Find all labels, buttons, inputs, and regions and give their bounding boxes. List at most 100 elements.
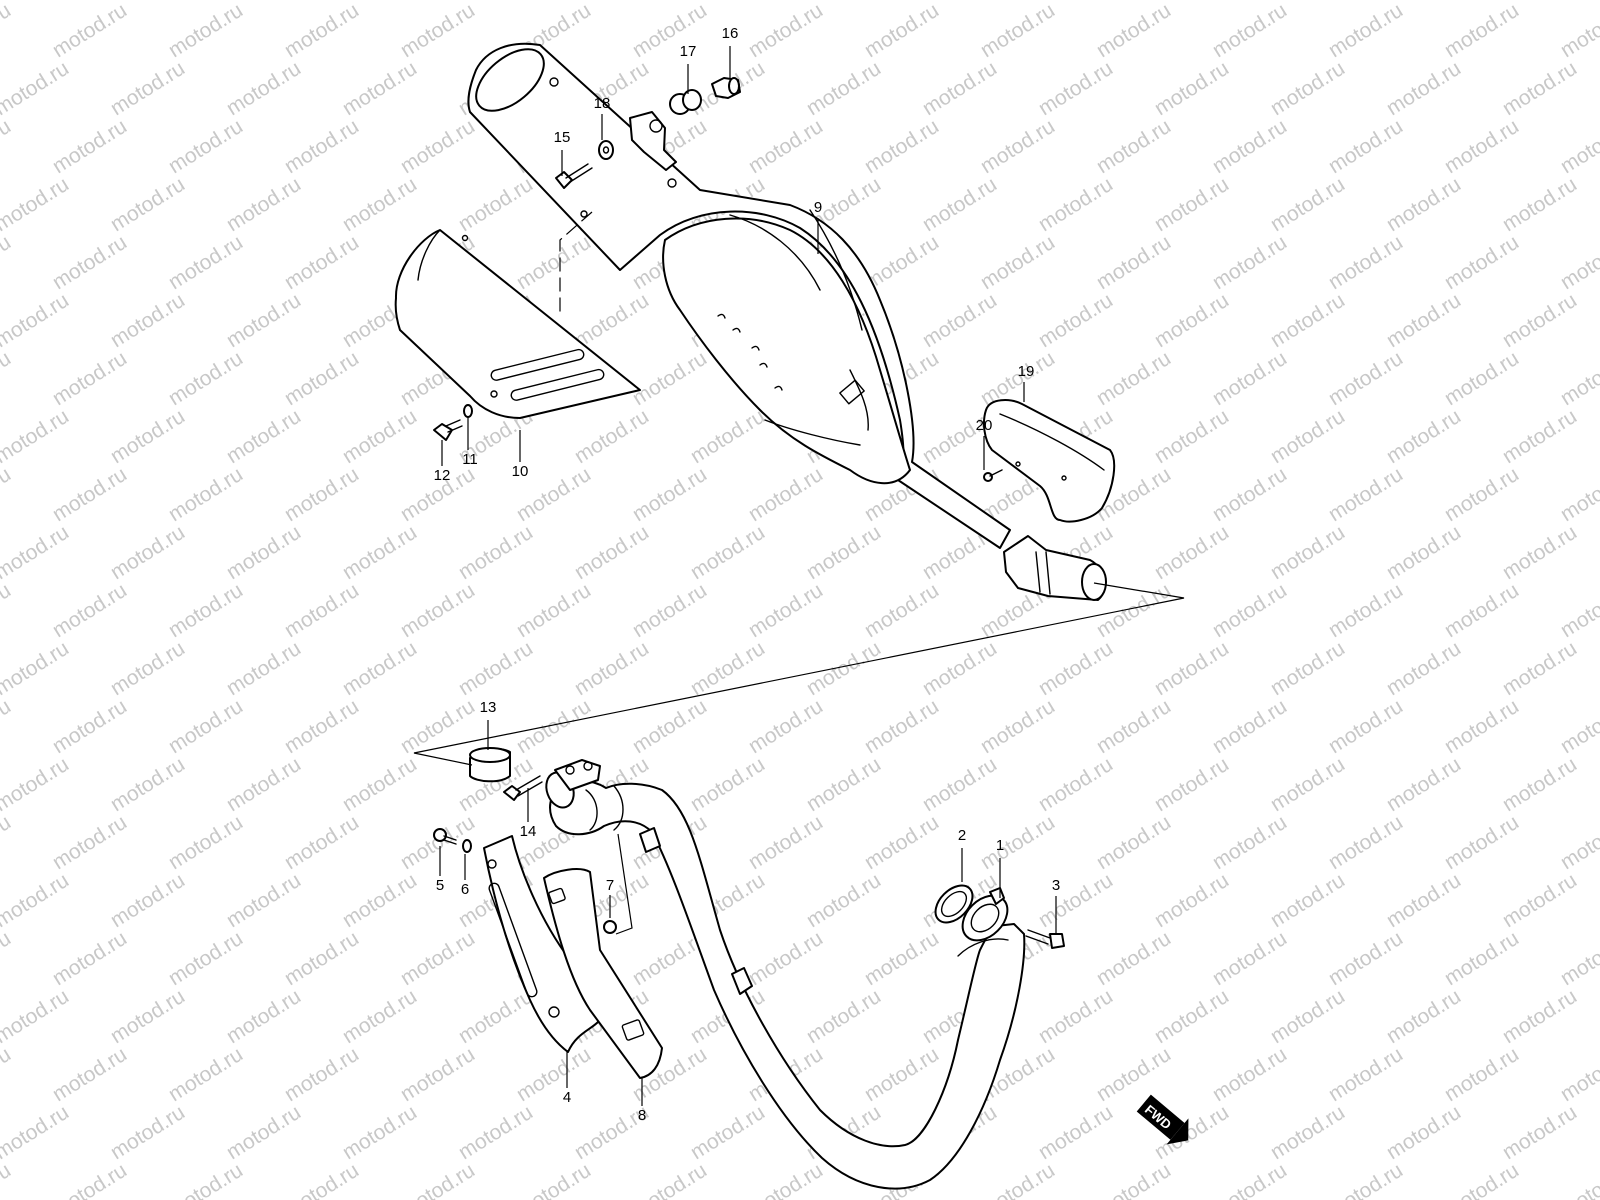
- watermark-text: motod.ru: [222, 637, 304, 700]
- watermark-text: motod.ru: [280, 115, 362, 178]
- rear-heat-shield: [983, 399, 1116, 523]
- callout-leaders: [439, 46, 1057, 1106]
- watermark-text: motod.ru: [106, 173, 188, 236]
- exhaust-flange-1: [961, 887, 1009, 942]
- watermark-text: motod.ru: [1092, 811, 1174, 874]
- watermark-text: motod.ru: [860, 115, 942, 178]
- callout-5: 5: [436, 877, 444, 894]
- clamp-bolt-14: [503, 775, 543, 801]
- watermark-text: motod.ru: [1440, 115, 1522, 178]
- watermark-text: motod.ru: [1498, 985, 1580, 1048]
- watermark-text: motod.ru: [48, 347, 130, 410]
- watermark-text: motod.ru: [396, 1043, 478, 1106]
- muffler: [467, 42, 1107, 601]
- watermark-text: motod.ru: [0, 985, 73, 1048]
- watermark-text: motod.ru: [1266, 289, 1348, 352]
- watermark-text: motod.ru: [1498, 1101, 1580, 1164]
- watermark-text: motod.ru: [1382, 753, 1464, 816]
- washer-6: [462, 839, 472, 853]
- watermark-text: motod.ru: [918, 57, 1000, 120]
- watermark-text: motod.ru: [222, 1101, 304, 1164]
- watermark-text: motod.ru: [1266, 1101, 1348, 1164]
- watermark-text: motod.ru: [686, 753, 768, 816]
- watermark-text: motod.ru: [1382, 1101, 1464, 1164]
- watermark-text: motod.ru: [512, 695, 594, 758]
- watermark-text: motod.ru: [0, 927, 15, 990]
- exhaust-gasket-2: [934, 884, 974, 924]
- watermark-text: motod.ru: [280, 1043, 362, 1106]
- watermark-text: motod.ru: [280, 927, 362, 990]
- callout-8: 8: [638, 1107, 646, 1124]
- watermark-text: motod.ru: [1440, 0, 1522, 62]
- bolt-15: [555, 163, 593, 189]
- callout-4: 4: [563, 1089, 571, 1106]
- watermark-text: motod.ru: [106, 637, 188, 700]
- watermark-text: motod.ru: [1034, 869, 1116, 932]
- watermark-text: motod.ru: [222, 57, 304, 120]
- callout-13: 13: [480, 699, 497, 716]
- watermark-text: motod.ru: [0, 289, 73, 352]
- watermark-text: motod.ru: [0, 0, 73, 4]
- watermark-text: motod.ru: [1208, 231, 1290, 294]
- watermark-text: motod.ru: [396, 115, 478, 178]
- watermark-text: motod.ru: [1150, 521, 1232, 584]
- watermark-text: motod.ru: [1266, 405, 1348, 468]
- watermark-text: motod.ru: [0, 695, 15, 758]
- watermark-text: motod.ru: [396, 0, 478, 62]
- watermark-text: motod.ru: [570, 405, 652, 468]
- watermark-text: motod.ru: [1556, 115, 1600, 178]
- callout-2: 2: [958, 827, 966, 844]
- watermark-text: motod.ru: [802, 57, 884, 120]
- watermark-text: motod.ru: [338, 521, 420, 584]
- watermark-text: motod.ru: [1034, 57, 1116, 120]
- watermark-text: motod.ru: [1382, 637, 1464, 700]
- watermark-text: motod.ru: [0, 579, 15, 642]
- watermark-text: motod.ru: [686, 637, 768, 700]
- watermark-text: motod.ru: [164, 463, 246, 526]
- assembly-guides: [413, 211, 1185, 935]
- watermark-text: motod.ru: [1034, 173, 1116, 236]
- watermark-text: motod.ru: [1092, 347, 1174, 410]
- watermark-text: motod.ru: [164, 811, 246, 874]
- watermark-text: motod.ru: [222, 289, 304, 352]
- watermark-text: motod.ru: [1498, 289, 1580, 352]
- watermark-text: motod.ru: [1382, 173, 1464, 236]
- watermark-text: motod.ru: [1324, 811, 1406, 874]
- watermark-text: motod.ru: [106, 985, 188, 1048]
- callout-1: 1: [996, 837, 1004, 854]
- watermark-text: motod.ru: [164, 347, 246, 410]
- watermark-text: motod.ru: [0, 57, 73, 120]
- watermark-text: motod.ru: [628, 579, 710, 642]
- watermark-text: motod.ru: [1208, 115, 1290, 178]
- watermark-text: motod.ru: [338, 985, 420, 1048]
- watermark-text: motod.ru: [976, 0, 1058, 62]
- watermark-text: motod.ru: [1382, 521, 1464, 584]
- watermark-text: motod.ru: [48, 1159, 130, 1200]
- watermark-text: motod.ru: [1208, 0, 1290, 62]
- muffler-heat-shield: [394, 229, 641, 419]
- callout-9: 9: [814, 199, 822, 216]
- watermark-text: motod.ru: [918, 173, 1000, 236]
- watermark-text: motod.ru: [744, 0, 826, 62]
- watermark-text: motod.ru: [1324, 347, 1406, 410]
- watermark-text: motod.ru: [686, 521, 768, 584]
- watermark-text: motod.ru: [1440, 811, 1522, 874]
- watermark-text: motod.ru: [338, 637, 420, 700]
- watermark-text: motod.ru: [1556, 1159, 1600, 1200]
- watermark-text: motod.ru: [1034, 637, 1116, 700]
- watermark-text: motod.ru: [280, 811, 362, 874]
- grommet-16: [711, 77, 741, 99]
- callout-15: 15: [554, 129, 571, 146]
- callout-12: 12: [434, 467, 451, 484]
- watermark-text: motod.ru: [860, 579, 942, 642]
- watermark-text: motod.ru: [338, 173, 420, 236]
- watermark-text: motod.ru: [454, 521, 536, 584]
- watermark-text: motod.ru: [48, 811, 130, 874]
- watermark-text: motod.ru: [1440, 1159, 1522, 1200]
- watermark-text: motod.ru: [338, 57, 420, 120]
- watermark-text: motod.ru: [1440, 1043, 1522, 1106]
- watermark-text: motod.ru: [686, 405, 768, 468]
- watermark-text: motod.ru: [222, 521, 304, 584]
- fwd-direction-badge: FWD: [1136, 1094, 1189, 1145]
